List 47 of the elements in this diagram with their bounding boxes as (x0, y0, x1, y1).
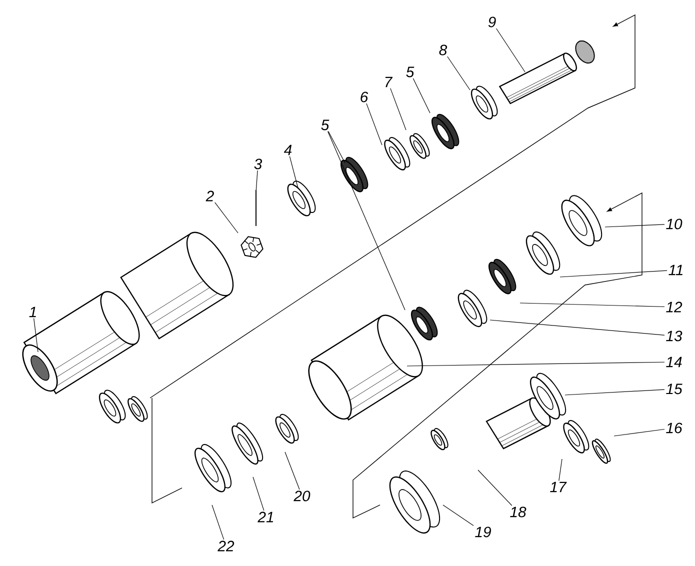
callout-number: 6 (360, 92, 368, 102)
callout-number: 16 (666, 422, 682, 434)
callout-number: 8 (439, 44, 448, 56)
leader-line (447, 56, 470, 90)
callout-number: 15 (666, 384, 682, 394)
leader-line (214, 202, 238, 234)
leader-line (520, 302, 665, 308)
leader-line (327, 131, 406, 310)
leader-line (256, 170, 258, 192)
leader-line (289, 156, 298, 188)
leader-line (604, 224, 665, 228)
leader-line (442, 504, 474, 526)
callout-number: 9 (488, 16, 496, 28)
leader-line (412, 78, 430, 114)
leader-line (496, 28, 526, 72)
leader-line (366, 103, 382, 146)
callout-number: 19 (475, 526, 491, 538)
callout-number: 11 (668, 264, 682, 276)
leader-line (284, 452, 300, 490)
callout-number: 20 (294, 490, 310, 502)
callout-number: 7 (385, 76, 393, 88)
callout-number: 17 (550, 482, 567, 492)
leader-line (560, 270, 668, 278)
callout-number: 13 (666, 330, 682, 342)
callout-number: 2 (206, 190, 214, 202)
callout-number: 22 (218, 540, 234, 552)
callout-number: 4 (284, 144, 292, 156)
callout-number: 5 (406, 66, 414, 78)
leader-line (478, 470, 512, 506)
leader-line (614, 428, 665, 436)
leader-line (564, 389, 665, 396)
leader-line (34, 318, 38, 352)
leader-line (390, 88, 406, 130)
callout-number: 3 (254, 158, 262, 170)
leader-line (252, 476, 264, 511)
leader-line (406, 362, 665, 366)
callout-number: 14 (666, 356, 682, 368)
leader-line (490, 320, 665, 336)
leader-line (328, 131, 346, 164)
leader-line (558, 458, 562, 481)
callout-number: 18 (510, 506, 526, 518)
leader-line (212, 504, 224, 540)
callout-number: 10 (666, 218, 682, 230)
callout-number: 21 (258, 512, 274, 522)
callout-number: 12 (666, 302, 682, 312)
callout-number: 5 (321, 120, 330, 130)
callout-number: 1 (29, 306, 36, 318)
